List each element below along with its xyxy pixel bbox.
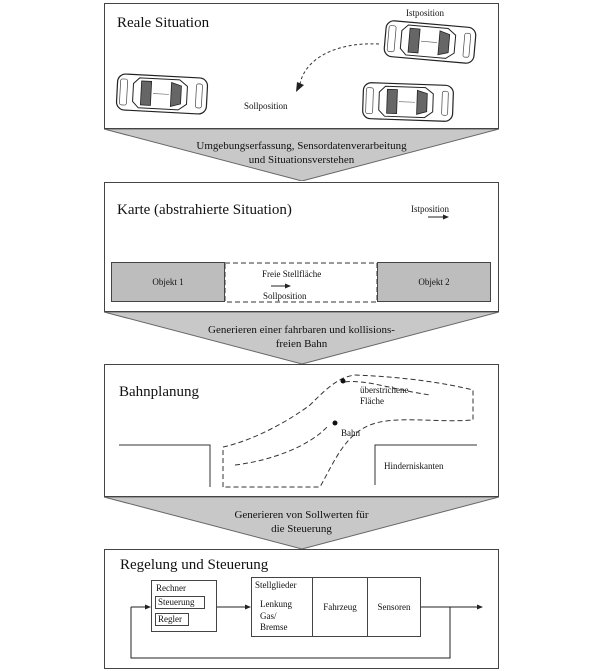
fahrzeug-label: Fahrzeug — [323, 602, 357, 612]
sollposition-label: Sollposition — [244, 101, 288, 111]
lenkung-label: Lenkung — [260, 599, 292, 609]
arrow-shape — [104, 129, 499, 181]
panel-bahnplanung: Bahnplanung überstrichene Fläche Bahn Hi… — [104, 364, 499, 497]
reale-situation-drawing — [115, 19, 477, 123]
fahrzeug-box: Fahrzeug — [312, 577, 368, 637]
hinderniskante-rechts — [374, 444, 477, 485]
rechner-label: Rechner — [156, 583, 186, 593]
bahn-path-upper — [344, 381, 431, 396]
bahn-path-lower — [234, 426, 328, 466]
bremse-label: Bremse — [260, 622, 288, 632]
car-istposition — [383, 19, 477, 65]
stellglieder-label: Stellglieder — [255, 580, 297, 590]
rechner-arrowhead — [245, 604, 251, 610]
trajectory-arrow — [299, 43, 380, 85]
arrow-label-line1: Generieren einer fahrbaren und kollision… — [208, 324, 395, 336]
regler-label: Regler — [158, 614, 182, 624]
trajectory-arrowhead — [296, 82, 304, 92]
arrow-label-line2: die Steuerung — [271, 523, 332, 535]
regelung-drawing — [130, 604, 483, 659]
panel-title: Bahnplanung — [119, 384, 199, 400]
sensoren-label: Sensoren — [377, 602, 411, 612]
ueberstrichene-flaeche — [222, 374, 474, 488]
bahn-start-point — [340, 378, 346, 384]
bahn-end-point — [332, 420, 338, 426]
process-arrow-3: Generieren von Sollwerten für die Steuer… — [104, 497, 499, 549]
objekt-2-box: Objekt 2 — [377, 262, 491, 302]
panel-title: Karte (abstrahierte Situation) — [117, 202, 292, 218]
istposition-arrowhead — [443, 214, 449, 220]
arrow-shape — [104, 497, 499, 549]
bahnplanung-drawing — [119, 374, 477, 488]
panel-reale-situation: Reale Situation Istposition Sollposition — [104, 3, 499, 129]
bahn-label: Bahn — [341, 428, 360, 438]
arrow-label-line2: freien Bahn — [275, 338, 328, 350]
panel-regelung-steuerung: Regelung und Steuerung Rechner Steuerung… — [104, 549, 499, 669]
objekt-1-label: Objekt 1 — [152, 277, 184, 287]
process-arrow-2: Generieren einer fahrbaren und kollision… — [104, 312, 499, 364]
sensoren-box: Sensoren — [367, 577, 421, 637]
arrow-label-line1: Umgebungserfassung, Sensordatenverarbeit… — [196, 140, 407, 152]
rechner-box: Rechner — [151, 580, 217, 632]
hinderniskanten-label: Hinderniskanten — [384, 461, 444, 471]
freie-stellflaeche-label: Freie Stellfläche — [262, 269, 322, 279]
panel-karte: Karte (abstrahierte Situation) Istpositi… — [104, 182, 499, 312]
ueberstrichene-label-1: überstrichene — [360, 385, 409, 395]
steuerung-box: Steuerung — [155, 596, 205, 609]
arrow-label-line1: Generieren von Sollwerten für — [234, 509, 369, 521]
sollposition-label: Sollposition — [263, 291, 307, 301]
input-arrowhead — [145, 604, 151, 610]
car-sollposition — [115, 73, 209, 115]
regler-box: Regler — [155, 613, 189, 626]
panel-title: Regelung und Steuerung — [120, 557, 269, 573]
process-arrow-1: Umgebungserfassung, Sensordatenverarbeit… — [104, 129, 499, 181]
sollposition-arrowhead — [285, 283, 291, 289]
stellglieder-box: Stellglieder Lenkung Gas/ Bremse — [251, 577, 313, 637]
objekt-2-label: Objekt 2 — [418, 277, 450, 287]
panel-title: Reale Situation — [117, 15, 210, 31]
arrow-label-line2: und Situationsverstehen — [248, 154, 355, 166]
arrow-shape — [104, 312, 499, 364]
steuerung-label: Steuerung — [158, 597, 195, 607]
car-parked — [361, 81, 455, 123]
objekt-1-box: Objekt 1 — [111, 262, 225, 302]
istposition-label: Istposition — [411, 204, 450, 214]
gas-label: Gas/ — [260, 611, 277, 621]
feedback-line — [130, 607, 451, 659]
hinderniskante-links — [119, 444, 211, 487]
output-arrowhead — [477, 604, 483, 610]
ueberstrichene-label-2: Fläche — [360, 396, 384, 406]
istposition-label: Istposition — [406, 8, 445, 18]
